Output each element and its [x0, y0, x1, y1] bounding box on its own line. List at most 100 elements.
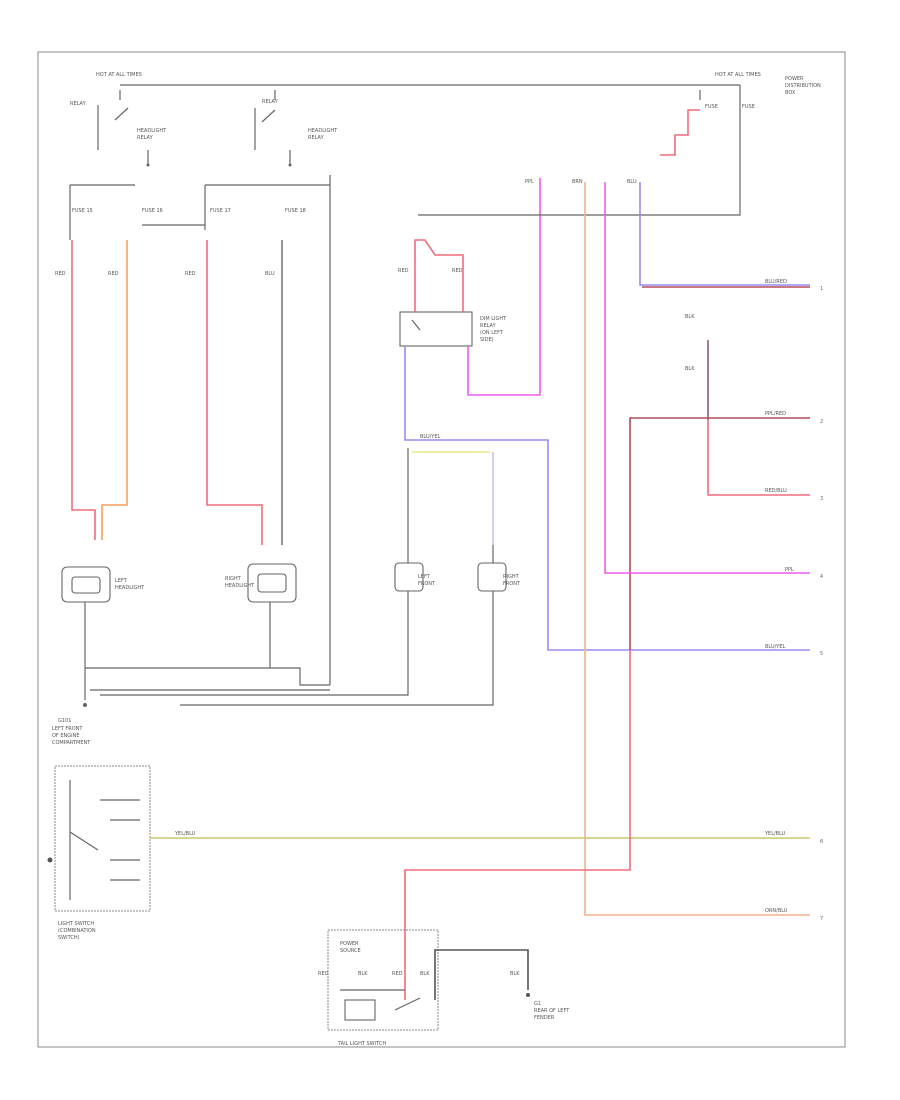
svg-text:BLK: BLK [685, 366, 695, 372]
svg-text:LEFT FRONT: LEFT FRONT [52, 726, 83, 732]
right-front-lamp: RIGHT FRONT [477, 562, 521, 592]
fuse-block: FUSE 15 FUSE 16 FUSE 17 FUSE 18 [69, 175, 331, 685]
wire-to-connector-3: BLK BLK RED/BLU 3 [685, 314, 823, 502]
svg-text:RED/BLU: RED/BLU [765, 488, 787, 494]
svg-text:BLU/YEL: BLU/YEL [420, 434, 441, 440]
svg-text:TAIL LIGHT SWITCH: TAIL LIGHT SWITCH [337, 1041, 386, 1047]
svg-text:BLK: BLK [510, 971, 520, 977]
wire-left-orange: RED [101, 240, 128, 540]
svg-text:HOT AT ALL TIMES: HOT AT ALL TIMES [96, 72, 142, 78]
wire-to-connector-7: ORN/BLU 7 [584, 182, 823, 922]
svg-text:RELAY: RELAY [137, 135, 154, 141]
svg-text:G101: G101 [58, 718, 71, 724]
svg-text:HEADLIGHT: HEADLIGHT [308, 128, 338, 134]
headlight-switch: LIGHT SWITCH (COMBINATION SWITCH) [47, 765, 151, 941]
svg-text:G1: G1 [534, 1001, 541, 1007]
svg-text:RELAY: RELAY [262, 99, 279, 105]
svg-text:FRONT: FRONT [418, 581, 436, 587]
svg-text:RELAY: RELAY [70, 101, 87, 107]
wire-mid-gray: BLU [265, 240, 283, 545]
wire-to-connector-1: BLU/RED 1 [639, 182, 823, 292]
svg-text:BLU/RED: BLU/RED [765, 279, 787, 285]
wire-to-connector-6: YEL/BLU YEL/BLU 6 [150, 831, 823, 845]
wire-relay-red: RED RED [398, 239, 464, 312]
svg-text:FUSE 15: FUSE 15 [72, 208, 93, 214]
svg-text:BLU: BLU [627, 179, 637, 185]
svg-text:HEADLIGHT: HEADLIGHT [115, 585, 145, 591]
svg-text:SIDE): SIDE) [480, 337, 494, 343]
top-right-bus: PPL BRN BLU [418, 85, 741, 216]
wire-to-connector-5: BLU/YEL 5 [765, 644, 823, 657]
wire-to-connector-2: PPL/RED 2 [629, 411, 823, 650]
svg-text:RELAY: RELAY [308, 135, 325, 141]
svg-text:RELAY: RELAY [480, 323, 497, 329]
svg-text:DIM LIGHT: DIM LIGHT [480, 316, 507, 322]
right-headlight-relay: RELAY HEADLIGHT RELAY [254, 90, 338, 167]
svg-text:(ON LEFT: (ON LEFT [480, 330, 504, 336]
svg-text:FRONT: FRONT [503, 581, 521, 587]
wire-lamp-yellow [407, 448, 494, 545]
svg-text:FUSE: FUSE [705, 104, 718, 110]
wire-tail-red [404, 650, 631, 1000]
svg-text:BOX: BOX [785, 90, 796, 96]
svg-text:HOT AT ALL TIMES: HOT AT ALL TIMES [715, 72, 761, 78]
svg-text:PPL: PPL [785, 567, 794, 573]
wire-relay-blue: BLU/YEL [404, 346, 810, 651]
svg-text:LIGHT SWITCH: LIGHT SWITCH [58, 921, 94, 927]
svg-text:BLK: BLK [685, 314, 695, 320]
svg-text:RED: RED [452, 268, 463, 274]
svg-text:RIGHT: RIGHT [225, 576, 242, 582]
svg-text:(COMBINATION: (COMBINATION [58, 928, 96, 934]
svg-text:BLU/YEL: BLU/YEL [765, 644, 786, 650]
svg-text:SOURCE: SOURCE [340, 948, 361, 954]
wire-relay-pink [467, 178, 541, 396]
svg-text:RED: RED [108, 271, 119, 277]
svg-text:BLK: BLK [420, 971, 430, 977]
svg-text:REAR OF LEFT: REAR OF LEFT [534, 1008, 570, 1014]
svg-text:2: 2 [820, 419, 823, 425]
svg-text:PPL: PPL [525, 179, 534, 185]
dim-relay: DIM LIGHT RELAY (ON LEFT SIDE) [399, 311, 507, 347]
svg-text:POWER: POWER [785, 76, 804, 82]
svg-text:COMPARTMENT: COMPARTMENT [52, 740, 91, 746]
svg-text:ORN/BLU: ORN/BLU [765, 908, 788, 914]
svg-text:HEADLIGHT: HEADLIGHT [137, 128, 167, 134]
svg-text:RED: RED [55, 271, 66, 277]
top-power-bus: HOT AT ALL TIMES HOT AT ALL TIMES [96, 72, 761, 86]
svg-text:RED: RED [185, 271, 196, 277]
svg-text:5: 5 [820, 651, 823, 657]
svg-text:FENDER: FENDER [534, 1015, 555, 1021]
left-front-lamp: LEFT FRONT [394, 562, 436, 592]
left-headlight: LEFT HEADLIGHT [61, 566, 145, 668]
svg-text:BLU: BLU [265, 271, 275, 277]
wire-to-connector-4: PPL 4 [604, 182, 823, 580]
wire-left-red: RED [55, 240, 96, 540]
svg-text:RIGHT: RIGHT [503, 574, 520, 580]
svg-text:6: 6 [820, 839, 823, 845]
svg-text:LEFT: LEFT [418, 574, 431, 580]
right-top-fuse: FUSE FUSE POWER DISTRIBUTION BOX [660, 76, 821, 156]
svg-text:YEL/BLU: YEL/BLU [764, 831, 786, 837]
left-headlight-relay: RELAY HEADLIGHT RELAY [70, 90, 167, 167]
svg-text:BLK: BLK [358, 971, 368, 977]
tail-light-switch: POWER SOURCE RED BLK RED BLK BLK TAIL LI… [318, 929, 570, 1047]
svg-text:YEL/BLU: YEL/BLU [174, 831, 196, 837]
svg-text:SWITCH): SWITCH) [58, 935, 80, 941]
svg-text:BRN: BRN [572, 179, 583, 185]
svg-text:FUSE: FUSE [742, 104, 755, 110]
svg-text:RED: RED [398, 268, 409, 274]
svg-text:4: 4 [820, 574, 823, 580]
svg-text:3: 3 [820, 496, 823, 502]
svg-text:FUSE 18: FUSE 18 [285, 208, 306, 214]
svg-text:7: 7 [820, 916, 823, 922]
ground-bus-left: G101 LEFT FRONT OF ENGINE COMPARTMENT [52, 545, 494, 746]
svg-text:HEADLIGHT: HEADLIGHT [225, 583, 255, 589]
svg-text:DISTRIBUTION: DISTRIBUTION [785, 83, 821, 89]
svg-text:1: 1 [820, 286, 823, 292]
diagram-border [37, 51, 846, 1048]
svg-text:PPL/RED: PPL/RED [765, 411, 786, 417]
svg-text:OF ENGINE: OF ENGINE [52, 733, 80, 739]
svg-text:RED: RED [318, 971, 329, 977]
svg-text:LEFT: LEFT [115, 578, 128, 584]
